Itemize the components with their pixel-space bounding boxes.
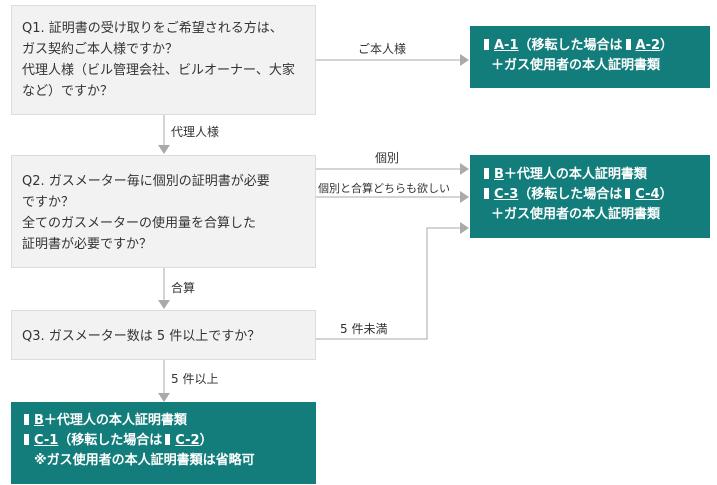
label-both: 個別と合算どちらも欲しい <box>318 182 450 195</box>
arrowhead-individual <box>460 163 469 175</box>
label-agent: 代理人様 <box>171 125 220 139</box>
link-c-1[interactable]: C-1 <box>34 433 59 448</box>
question-1-line: ガス契約ご本人様ですか？ <box>22 42 179 57</box>
link-a-2[interactable]: A-2 <box>635 38 661 53</box>
result-c-line-3: ※ガス使用者の本人証明書類は省略可 <box>34 453 255 468</box>
q3-under5-line <box>315 227 460 340</box>
result-c-box: B＋代理人の本人証明書類 C-1（移転した場合は C-2） ※ガス使用者の本人証明… <box>11 402 316 484</box>
arrowhead-result-c <box>158 393 170 402</box>
result-c-line-1: B＋代理人の本人証明書類 <box>24 411 316 431</box>
label-individual: 個別 <box>375 151 400 165</box>
question-1-line: 代理人様（ビル管理会社、ビルオーナー、大家 <box>22 63 295 78</box>
question-3-box: Q3. ガスメーター数は 5 件以上ですか？ <box>11 310 316 360</box>
question-1-line: Q1. 証明書の受け取りをご希望される方は、 <box>22 21 283 36</box>
link-c-4[interactable]: C-4 <box>635 187 660 202</box>
question-2-line: 全てのガスメーターの使用量を合算した <box>22 216 257 231</box>
question-3-text: Q3. ガスメーター数は 5 件以上ですか？ <box>22 329 261 344</box>
relocation-note: （移転した場合は <box>58 433 163 448</box>
link-c-2[interactable]: C-2 <box>175 433 200 448</box>
arrowhead-q2 <box>158 145 170 154</box>
link-marker-icon <box>625 188 631 199</box>
result-a-line-1: A-1（移転した場合は A-2） <box>484 36 710 56</box>
link-marker-icon <box>24 414 29 425</box>
arrowhead-under5 <box>460 222 469 234</box>
result-a-box: A-1（移転した場合は A-2） ＋ガス使用者の本人証明書類 <box>470 26 710 88</box>
question-2-line: 証明書が必要ですか？ <box>22 237 153 252</box>
link-b[interactable]: B <box>494 167 504 182</box>
relocation-note: （移転した場合は <box>518 38 623 53</box>
label-self: ご本人様 <box>358 42 407 56</box>
agent-id-docs: ＋代理人の本人証明書類 <box>503 167 647 182</box>
link-marker-icon <box>24 434 29 445</box>
link-marker-icon <box>484 188 489 199</box>
result-b-box: B＋代理人の本人証明書類 C-3（移転した場合は C-4） ＋ガス使用者の本人証明… <box>470 155 710 238</box>
arrowhead-q3 <box>158 300 170 309</box>
question-2-box: Q2. ガスメーター毎に個別の証明書が必要 ですか？ 全てのガスメーターの使用量… <box>11 155 316 268</box>
question-1-line: など）ですか？ <box>22 84 114 99</box>
arrowhead-both <box>460 191 469 203</box>
question-2-line: Q2. ガスメーター毎に個別の証明書が必要 <box>22 174 270 189</box>
label-combined: 合算 <box>171 281 196 295</box>
link-c-3[interactable]: C-3 <box>494 187 519 202</box>
link-b[interactable]: B <box>34 413 44 428</box>
close-paren: ） <box>659 187 673 202</box>
link-a-1[interactable]: A-1 <box>494 38 519 53</box>
label-under-5: 5 件未満 <box>340 322 388 336</box>
question-2-line: ですか？ <box>22 195 75 210</box>
close-paren: ） <box>199 433 213 448</box>
agent-id-docs: ＋代理人の本人証明書類 <box>43 413 187 428</box>
question-1-box: Q1. 証明書の受け取りをご希望される方は、 ガス契約ご本人様ですか？ 代理人様… <box>11 5 316 115</box>
link-marker-icon <box>484 39 489 50</box>
result-b-line-2: C-3（移転した場合は C-4） <box>484 185 710 205</box>
link-marker-icon <box>625 39 631 50</box>
result-c-line-2: C-1（移転した場合は C-2） <box>24 431 316 451</box>
close-paren: ） <box>660 38 674 53</box>
result-a-line-2: ＋ガス使用者の本人証明書類 <box>491 58 661 73</box>
result-b-line-1: B＋代理人の本人証明書類 <box>484 165 710 185</box>
result-b-line-3: ＋ガス使用者の本人証明書類 <box>491 207 661 222</box>
arrowhead-result-a <box>460 54 469 66</box>
label-5-or-more: 5 件以上 <box>171 372 219 386</box>
link-marker-icon <box>165 434 171 445</box>
link-marker-icon <box>484 168 489 179</box>
relocation-note: （移転した場合は <box>518 187 623 202</box>
